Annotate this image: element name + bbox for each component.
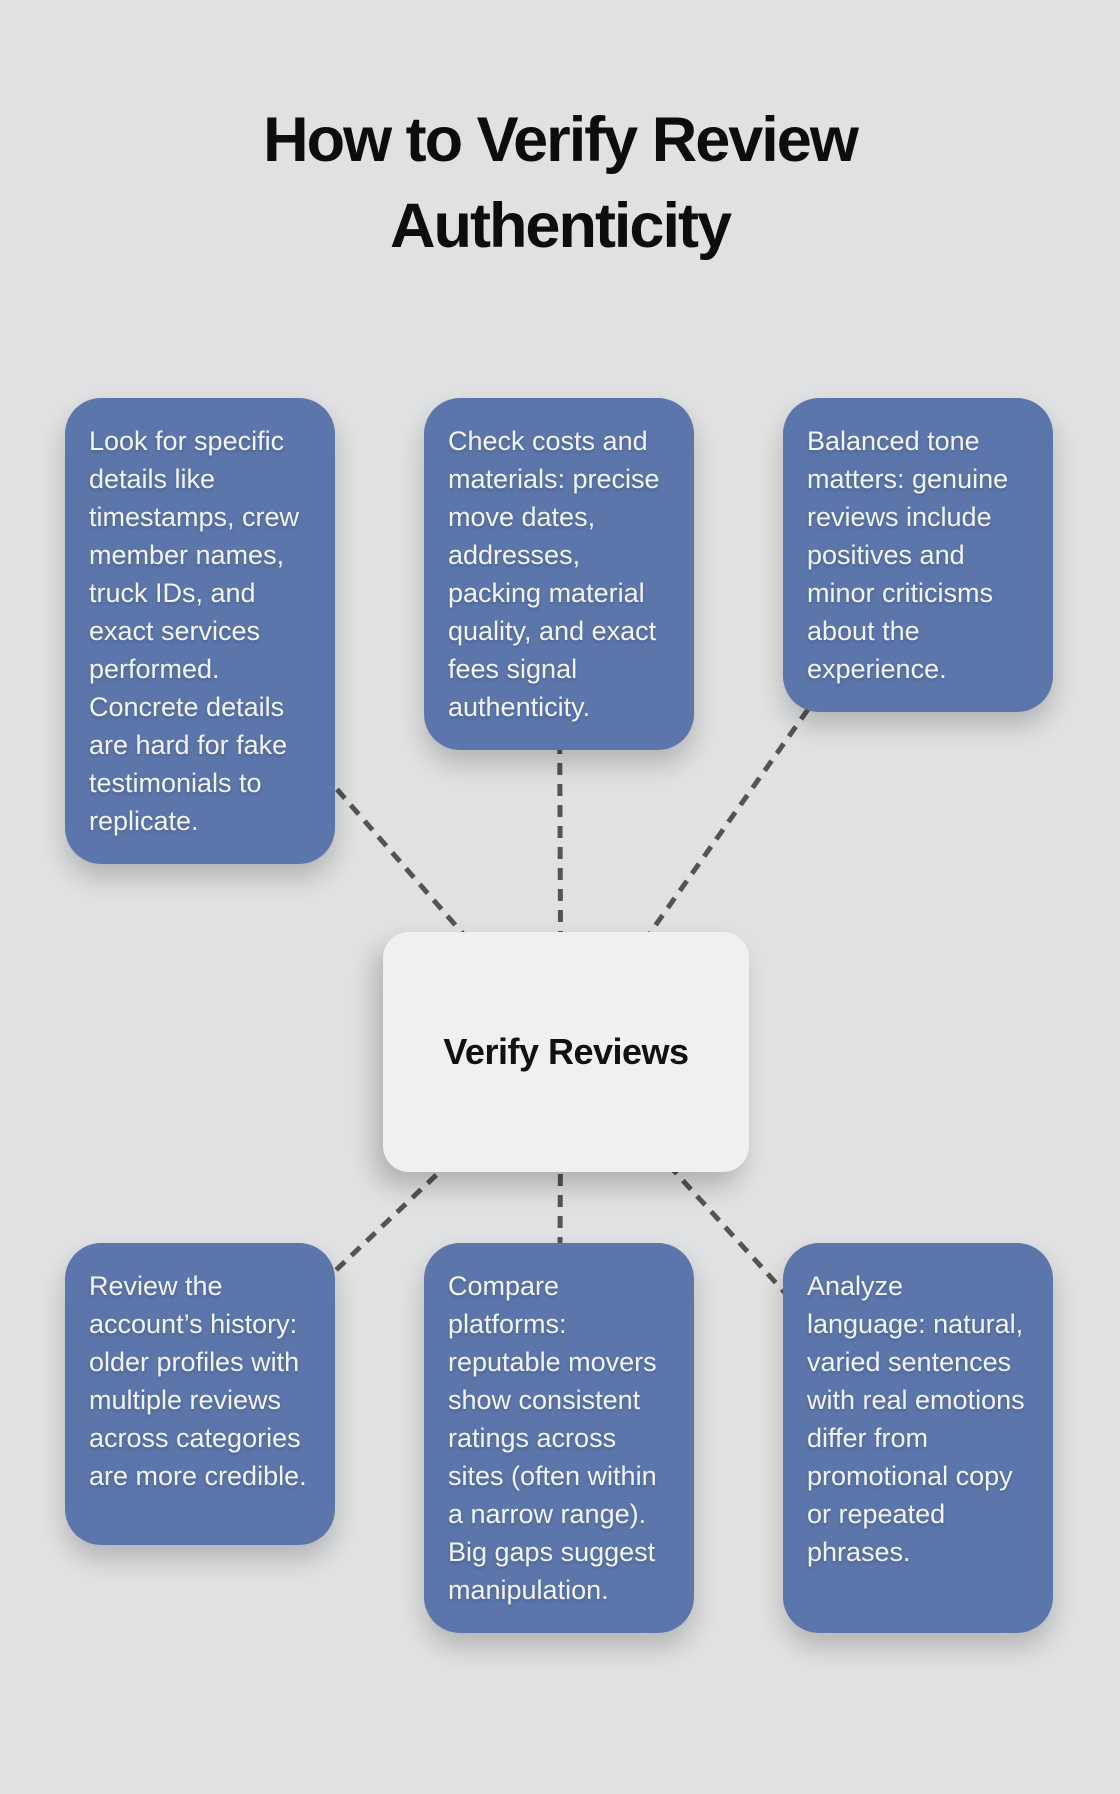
page-title-line-1: How to Verify Review (263, 105, 859, 175)
tip-card-costs-materials: Check costs and materials: precise move … (424, 398, 694, 750)
tip-card-balanced-tone: Balanced tone matters: genuine reviews i… (783, 398, 1053, 712)
tip-card-text: Review the account’s history: older prof… (89, 1271, 307, 1491)
tip-card-text: Look for specific details like timestamp… (89, 426, 300, 836)
tip-card-analyze-language: Analyze language: natural, varied senten… (783, 1243, 1053, 1633)
tip-card-text: Check costs and materials: precise move … (448, 426, 660, 722)
tip-card-compare-platforms: Compare platforms: reputable movers show… (424, 1243, 694, 1633)
tip-card-account-history: Review the account’s history: older prof… (65, 1243, 335, 1545)
central-node-verify-reviews: Verify Reviews (383, 932, 749, 1172)
tip-card-text: Analyze language: natural, varied senten… (807, 1271, 1025, 1567)
page-title-line-2: Authenticity (389, 191, 732, 261)
connector-line (556, 573, 564, 1053)
central-node-label: Verify Reviews (443, 1031, 689, 1072)
tip-card-specific-details: Look for specific details like timestamp… (65, 398, 335, 864)
page-title: How to Verify Review Authenticity (0, 97, 1120, 269)
tip-card-text: Balanced tone matters: genuine reviews i… (807, 426, 1009, 684)
tip-card-text: Compare platforms: reputable movers show… (448, 1271, 657, 1605)
